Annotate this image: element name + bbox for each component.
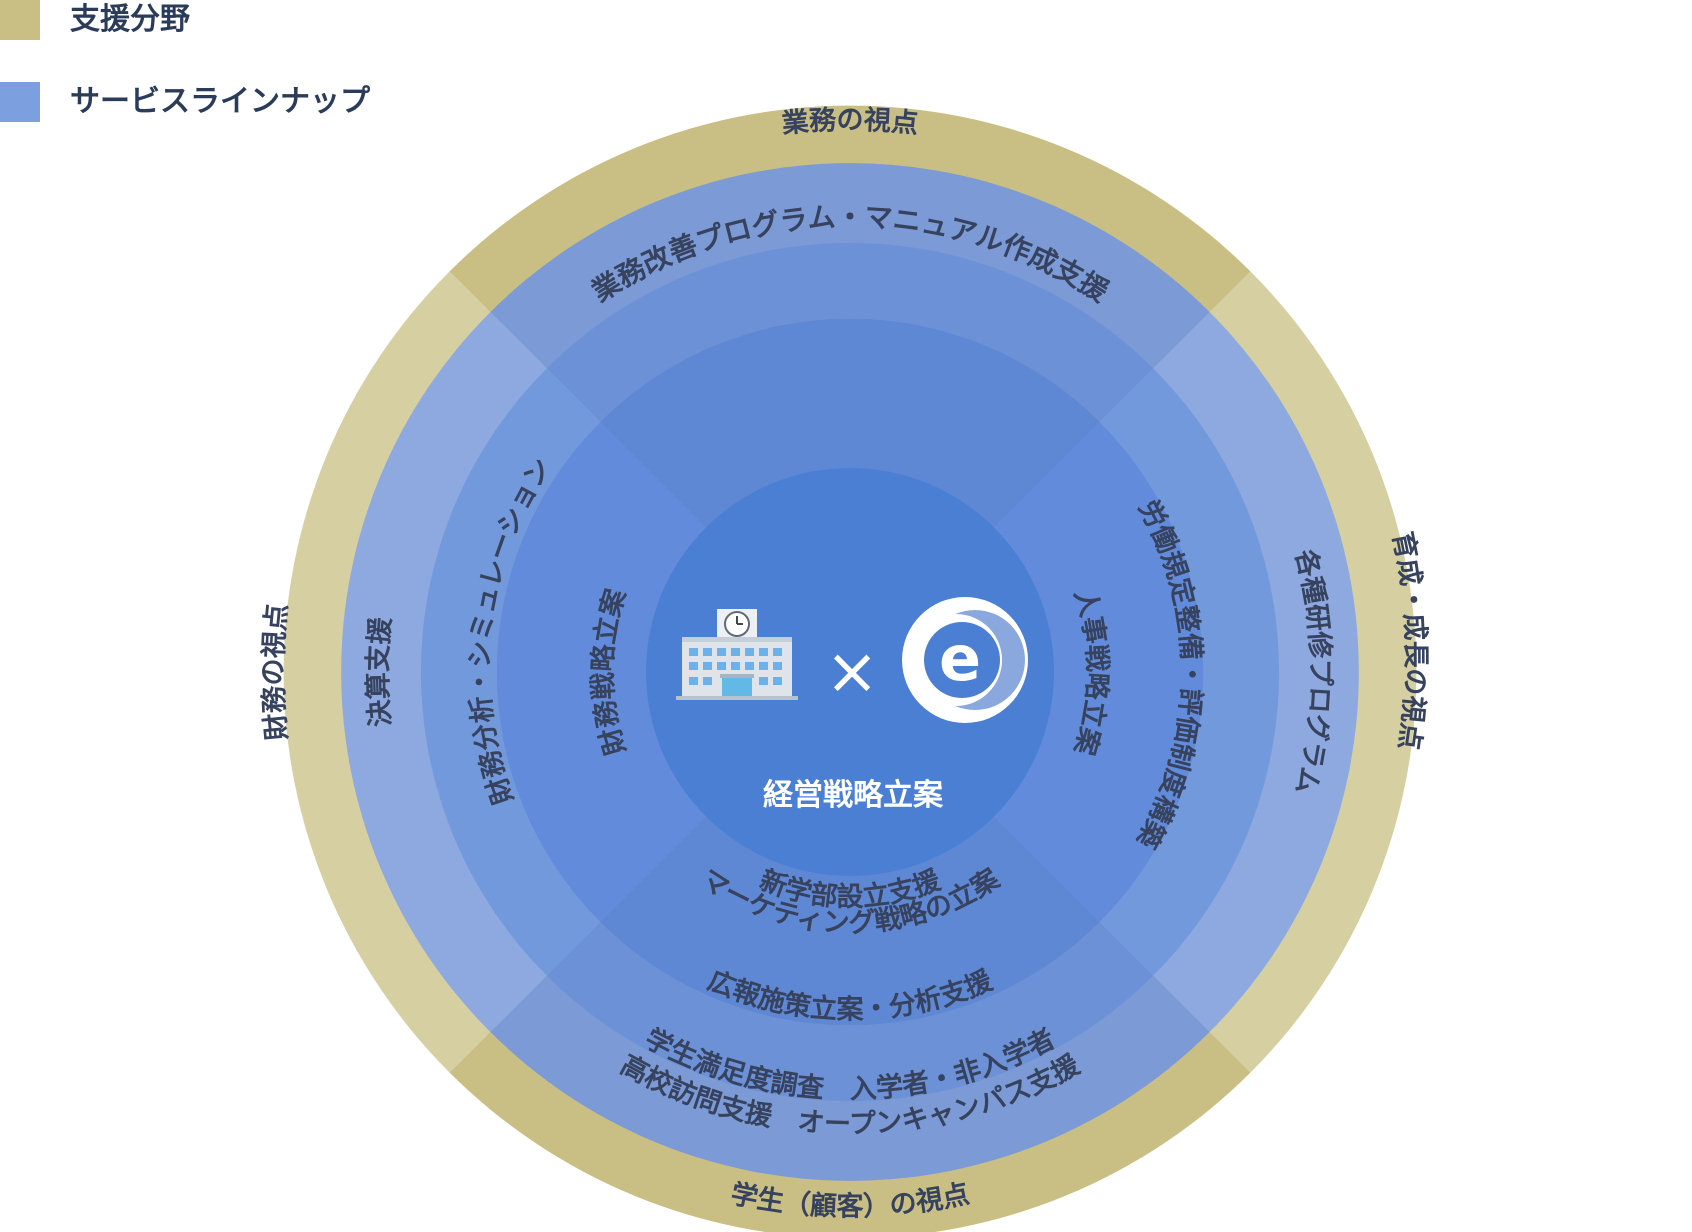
center-title: 経営戦略立案 [763,778,944,813]
building-icon [676,609,798,700]
perspective-label-top: 業務の視点 [780,105,919,140]
core-circle [646,468,1054,876]
perspective-label-left: 財務の視点 [259,602,294,741]
legend-swatch-blue [0,82,40,122]
legend-item-service-lineup: サービスラインナップ [0,82,460,122]
legend-swatch-gold [0,0,40,40]
legend-label: 支援分野 [70,2,190,37]
legend-label: サービスラインナップ [70,84,370,119]
e-logo-letter: e [939,622,981,695]
times-symbol: × [825,635,879,709]
legend-item-support-field: 支援分野 [0,0,460,40]
e-logo-icon: e [902,597,1028,723]
